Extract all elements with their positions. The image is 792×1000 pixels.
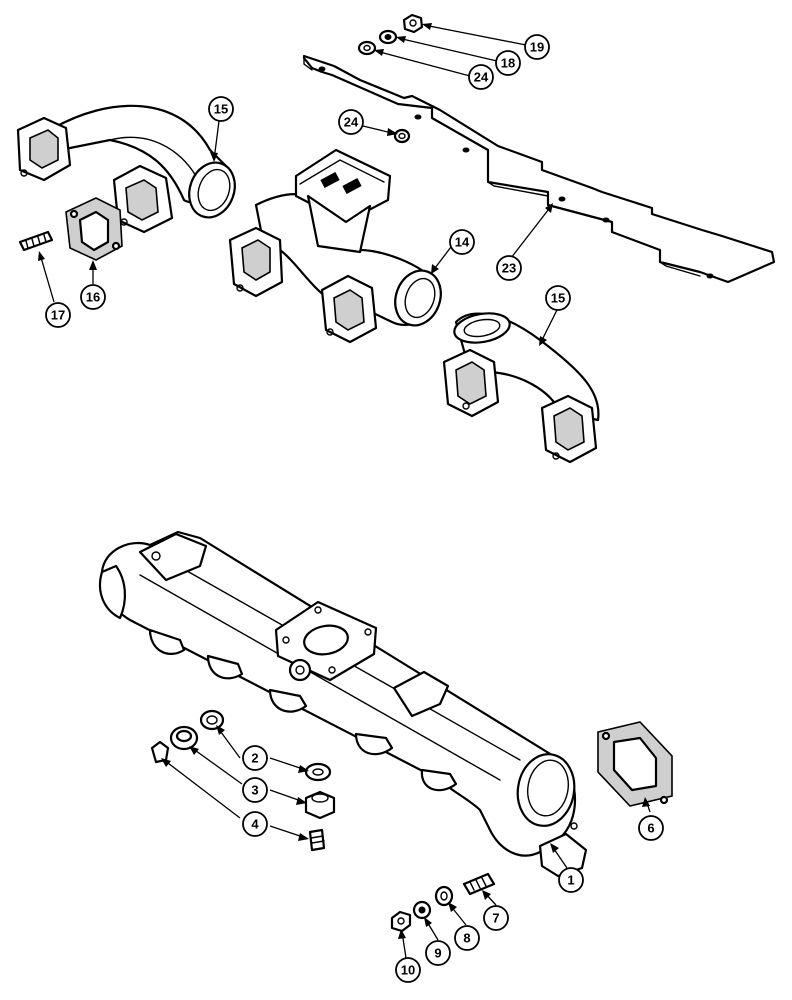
callout-24-middle-label: 24: [344, 115, 359, 130]
fitting-4: [150, 740, 326, 852]
callout-8-label: 8: [463, 931, 470, 946]
lock-washer-18: [378, 29, 398, 45]
washer-8: [434, 885, 454, 907]
callout-10-label: 10: [401, 963, 415, 978]
exhaust-manifold-center: [228, 148, 442, 344]
nut-10: [390, 910, 412, 933]
callout-15-upper: 15: [208, 96, 234, 122]
callout-2-label: 2: [251, 751, 258, 766]
callout-14: 14: [449, 229, 475, 255]
callout-24-top: 24: [468, 64, 494, 90]
callout-15-lower-label: 15: [551, 291, 565, 306]
callout-23-label: 23: [502, 261, 516, 276]
washer-24-middle: [393, 128, 411, 144]
callout-4: 4: [242, 811, 268, 837]
callout-4-label: 4: [251, 817, 259, 832]
callout-6: 6: [638, 815, 664, 841]
exhaust-elbow-left: [16, 104, 236, 234]
callout-15-lower: 15: [545, 285, 571, 311]
callout-1-label: 1: [567, 873, 574, 888]
callout-17: 17: [45, 302, 71, 328]
callout-18-label: 18: [501, 56, 515, 71]
nut-19: [402, 13, 424, 34]
callout-15-upper-label: 15: [214, 102, 228, 117]
callout-9-label: 9: [434, 946, 441, 961]
callout-2: 2: [242, 745, 268, 771]
callout-18: 18: [495, 50, 521, 76]
callout-24-middle: 24: [338, 109, 364, 135]
washer-24-top: [357, 40, 377, 56]
leader-lines: [38, 23, 651, 959]
callout-23: 23: [496, 255, 522, 281]
callout-19-label: 19: [530, 40, 544, 55]
stud-17: [18, 230, 54, 252]
callout-24-top-label: 24: [474, 70, 489, 85]
callout-7-label: 7: [492, 911, 499, 926]
callout-6-label: 6: [647, 821, 654, 836]
exhaust-elbow-right: [442, 312, 600, 464]
callout-8: 8: [454, 925, 480, 951]
gasket-6: [597, 721, 673, 807]
callout-19: 19: [524, 34, 550, 60]
callout-1: 1: [558, 867, 584, 893]
callout-14-label: 14: [455, 235, 470, 250]
callout-10: 10: [395, 957, 421, 983]
callout-3: 3: [242, 777, 268, 803]
exhaust-manifold-main: [98, 530, 588, 878]
stud-7: [462, 872, 496, 896]
gasket-16: [65, 197, 123, 261]
fitting-3: [169, 725, 336, 820]
lock-washer-9: [412, 900, 432, 920]
callout-9: 9: [425, 940, 451, 966]
callout-7: 7: [483, 905, 509, 931]
callout-16: 16: [80, 284, 106, 310]
fitting-2: [199, 709, 332, 782]
heat-shield-bracket: [302, 54, 776, 284]
callout-3-label: 3: [251, 783, 258, 798]
callout-16-label: 16: [86, 290, 100, 305]
callout-17-label: 17: [51, 308, 65, 323]
